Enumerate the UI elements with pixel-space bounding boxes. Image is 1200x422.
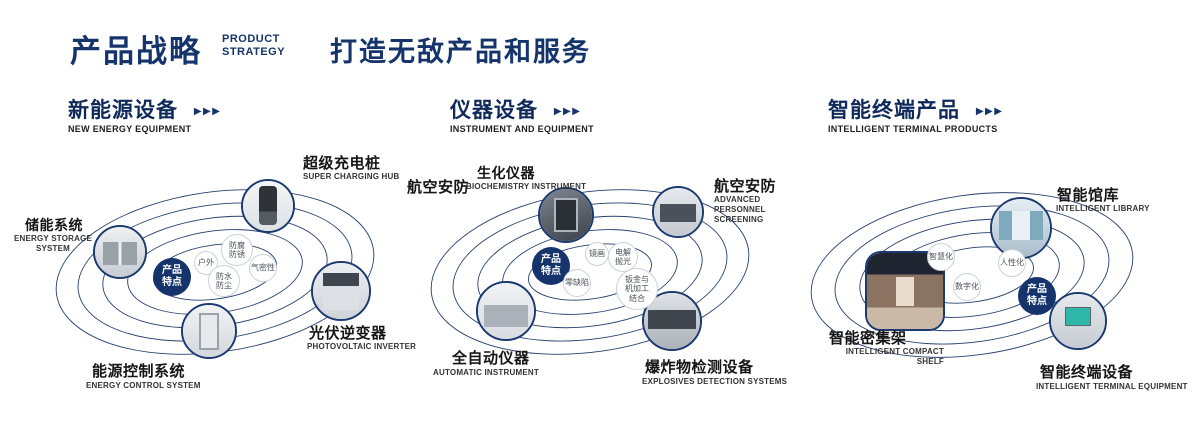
product-label-en: ADVANCED PERSONNEL SCREENING bbox=[714, 195, 766, 224]
product-image-explosives-detection bbox=[642, 291, 702, 351]
product-image-personnel-screening bbox=[652, 186, 704, 238]
section-subtitle-en: INTELLIGENT TERMINAL PRODUCTS bbox=[828, 124, 998, 134]
triple-arrow-icon: ▶▶▶ bbox=[975, 106, 1004, 117]
feature-bubble: 零缺陷 bbox=[563, 269, 591, 297]
automatic-instrument-photo bbox=[478, 283, 534, 339]
product-label-en: INTELLIGENT TERMINAL EQUIPMENT bbox=[1036, 382, 1188, 391]
section-title-text: 新能源设备 bbox=[68, 99, 178, 122]
page-title-en-line1: PRODUCT bbox=[222, 33, 280, 45]
section-subtitle-en: NEW ENERGY EQUIPMENT bbox=[68, 124, 192, 134]
intelligent-terminal-photo bbox=[1051, 294, 1105, 348]
product-label-cn: 光伏逆变器 bbox=[309, 325, 387, 342]
explosives-detection-photo bbox=[644, 293, 700, 349]
feature-bubble: 气密性 bbox=[249, 254, 277, 282]
product-label-cn: 智能密集架 bbox=[829, 330, 907, 347]
product-image-automatic-instrument bbox=[476, 281, 536, 341]
energy-storage-photo bbox=[95, 227, 145, 277]
product-label-en: BIOCHEMISTRY INSTRUMENT bbox=[466, 182, 587, 191]
product-label-en: SUPER CHARGING HUB bbox=[303, 172, 400, 181]
product-label-cn: 爆炸物检测设备 bbox=[645, 359, 754, 376]
triple-arrow-icon: ▶▶▶ bbox=[193, 106, 222, 117]
feature-bubble: 镜画 bbox=[585, 242, 609, 266]
feature-badge: 产品特点 bbox=[153, 258, 191, 296]
feature-bubble: 钣金与机加工结合 bbox=[616, 268, 658, 310]
feature-bubble: 防腐防锈 bbox=[221, 234, 253, 266]
product-label-cn: 智能终端设备 bbox=[1040, 364, 1134, 381]
pv-inverter-photo bbox=[313, 263, 369, 319]
intelligent-library-photo bbox=[992, 199, 1050, 257]
feature-bubble: 人性化 bbox=[998, 249, 1026, 277]
personnel-screening-photo bbox=[654, 188, 702, 236]
orbit-rings bbox=[810, 192, 1134, 358]
product-image-biochemistry bbox=[538, 187, 594, 243]
product-image-super-charger bbox=[241, 179, 295, 233]
product-label-cn: 智能馆库 bbox=[1057, 187, 1120, 204]
section-title-instruments: 仪器设备 ▶▶▶ bbox=[450, 94, 581, 124]
energy-control-photo bbox=[183, 305, 235, 357]
page-title-en: PRODUCT STRATEGY bbox=[222, 33, 285, 58]
product-label-cn: 全自动仪器 bbox=[452, 350, 530, 367]
product-label-cn: 储能系统 bbox=[25, 217, 83, 233]
section-subtitle-en: INSTRUMENT AND EQUIPMENT bbox=[450, 124, 594, 134]
product-image-intelligent-terminal bbox=[1049, 292, 1107, 350]
page-slogan: 打造无敌产品和服务 bbox=[330, 37, 591, 67]
feature-bubble: 智慧化 bbox=[927, 243, 955, 271]
section-title-text: 智能终端产品 bbox=[828, 99, 960, 122]
product-image-intelligent-library bbox=[990, 197, 1052, 259]
product-label-en: ENERGY CONTROL SYSTEM bbox=[86, 381, 201, 390]
product-image-energy-storage bbox=[93, 225, 147, 279]
product-label-en: INTELLIGENT LIBRARY bbox=[1056, 204, 1150, 213]
feature-bubble: 防水防尘 bbox=[208, 265, 240, 297]
product-label-cn: 超级充电桩 bbox=[303, 155, 381, 172]
feature-badge: 产品特点 bbox=[1018, 277, 1056, 315]
product-label-en: ENERGY STORAGE SYSTEM bbox=[13, 234, 93, 253]
product-label-cn: 能源控制系统 bbox=[92, 363, 186, 380]
product-image-energy-control bbox=[181, 303, 237, 359]
aviation-security-label: 航空安防 bbox=[407, 179, 470, 196]
page-title-en-line2: STRATEGY bbox=[222, 45, 286, 58]
section-title-new-energy: 新能源设备 ▶▶▶ bbox=[68, 94, 221, 124]
feature-bubble: 电解抛光 bbox=[608, 242, 638, 272]
product-label-cn: 航空安防 bbox=[714, 178, 777, 195]
section-title-intelligent-terminal: 智能终端产品 ▶▶▶ bbox=[828, 94, 1003, 124]
section-title-text: 仪器设备 bbox=[450, 99, 538, 122]
product-label-cn: 生化仪器 bbox=[477, 165, 535, 181]
product-label-en: EXPLOSIVES DETECTION SYSTEMS bbox=[642, 377, 788, 386]
triple-arrow-icon: ▶▶▶ bbox=[553, 106, 582, 117]
product-label-en: INTELLIGENT COMPACT SHELF bbox=[845, 347, 944, 366]
feature-bubble: 户外 bbox=[194, 251, 218, 275]
product-label-en: AUTOMATIC INSTRUMENT bbox=[433, 368, 539, 377]
product-label-en: PHOTOVOLTAIC INVERTER bbox=[307, 342, 417, 351]
product-image-pv-inverter bbox=[311, 261, 371, 321]
biochemistry-photo bbox=[540, 189, 592, 241]
feature-bubble: 数字化 bbox=[953, 273, 981, 301]
page-title: 产品战略 bbox=[70, 34, 202, 69]
super-charger-photo bbox=[243, 181, 293, 231]
